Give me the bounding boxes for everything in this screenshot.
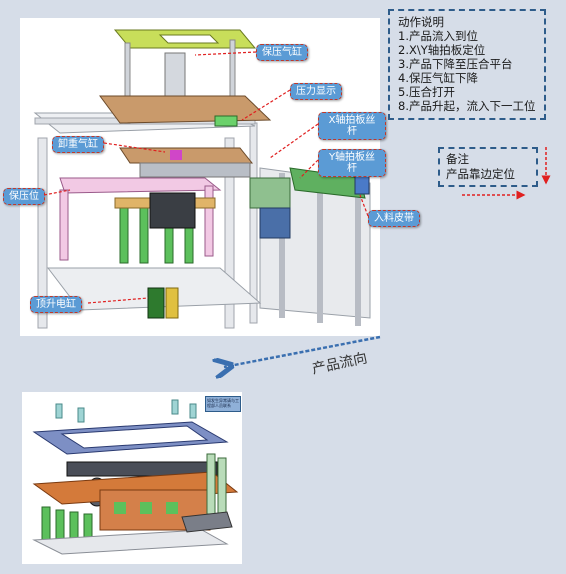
action-step: 3.产品下降至压合平台 — [398, 57, 513, 71]
note-box: 备注 产品靠边定位 — [438, 147, 538, 187]
exploded-view-render — [22, 392, 242, 564]
callout-hold-cylinder: 保压气缸 — [256, 44, 308, 61]
action-step: 1.产品流入到位 — [398, 29, 478, 43]
exploded-illustration — [22, 392, 242, 564]
action-description-box: 动作说明 1.产品流入到位 2.X\Y轴拍板定位 3.产品下降至压合平台 4.保… — [388, 9, 546, 120]
callout-unload-cylinder: 卸重气缸 — [52, 136, 104, 153]
warning-tag: 如发生异常请与工程部人员联系 — [205, 396, 241, 412]
callout-pressure-display: 压力显示 — [290, 83, 342, 100]
action-step: 2.X\Y轴拍板定位 — [398, 43, 486, 57]
callout-infeed-belt: 入料皮带 — [368, 210, 420, 227]
callout-x-axis-rod: X轴拍板丝杆 — [318, 112, 386, 140]
machine-3d-render — [20, 18, 380, 336]
callout-hold-position: 保压位 — [3, 188, 45, 205]
note-text: 产品靠边定位 — [446, 167, 515, 181]
action-step: 8.产品升起，流入下一工位 — [398, 99, 536, 113]
callout-lift-cylinder: 顶升电缸 — [30, 296, 82, 313]
action-box-title: 动作说明 — [398, 15, 444, 29]
callout-y-axis-rod: Y轴拍板丝杆 — [318, 149, 386, 177]
action-step: 4.保压气缸下降 — [398, 71, 478, 85]
machine-illustration — [20, 18, 380, 336]
flow-direction-label: 产品流向 — [310, 350, 369, 378]
action-step: 5.压合打开 — [398, 85, 455, 99]
note-title: 备注 — [446, 152, 469, 166]
